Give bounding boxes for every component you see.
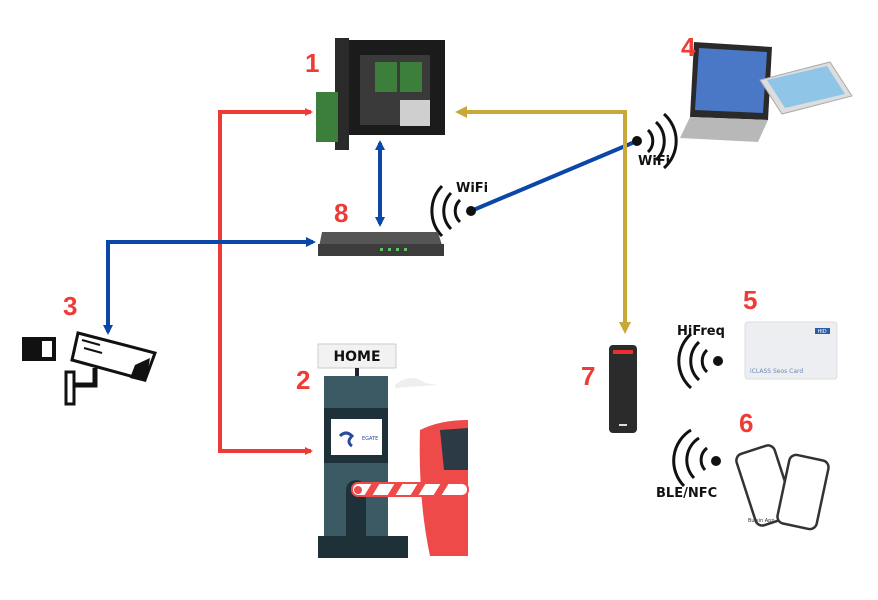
access-controller-panel [316, 38, 445, 150]
gate-logo: EGATE [362, 436, 378, 442]
mobile-phones: Bulsin App [735, 444, 830, 531]
phones-caption: Bulsin App [748, 518, 775, 524]
ble-nfc-signal-icon [672, 428, 721, 488]
security-camera [22, 331, 157, 406]
number-7: 7 [581, 361, 595, 391]
gold-link [459, 110, 631, 334]
blue-link-wifi [470, 139, 638, 213]
red-link [218, 110, 313, 455]
hifreq-signal-icon [677, 332, 723, 390]
laptop-and-tablet [680, 42, 853, 142]
ble-nfc-label: BLE/NFC [656, 486, 717, 501]
network-switch [318, 232, 444, 256]
wifi-signal-icon [430, 184, 476, 238]
number-2: 2 [296, 365, 310, 395]
home-gate-barrier: HOME EGATE [317, 343, 469, 558]
gate-sign: HOME [333, 349, 380, 365]
wifi-signal-icon [632, 112, 678, 170]
blue-link-switch-camera [103, 240, 311, 335]
number-8: 8 [334, 198, 348, 228]
card-text: iCLASS Seos Card [750, 368, 803, 375]
number-1: 1 [305, 48, 319, 78]
hifreq-label: HiFreq [677, 324, 725, 339]
number-5: 5 [743, 285, 757, 315]
card-brand: HID [817, 329, 826, 335]
smart-card: HID iCLASS Seos Card [744, 321, 838, 380]
wifi-label-right: WiFi [638, 154, 670, 169]
number-6: 6 [739, 408, 753, 438]
number-4: 4 [681, 32, 696, 62]
card-reader [609, 345, 637, 433]
wifi-label-left: WiFi [456, 181, 488, 196]
number-3: 3 [63, 291, 77, 321]
